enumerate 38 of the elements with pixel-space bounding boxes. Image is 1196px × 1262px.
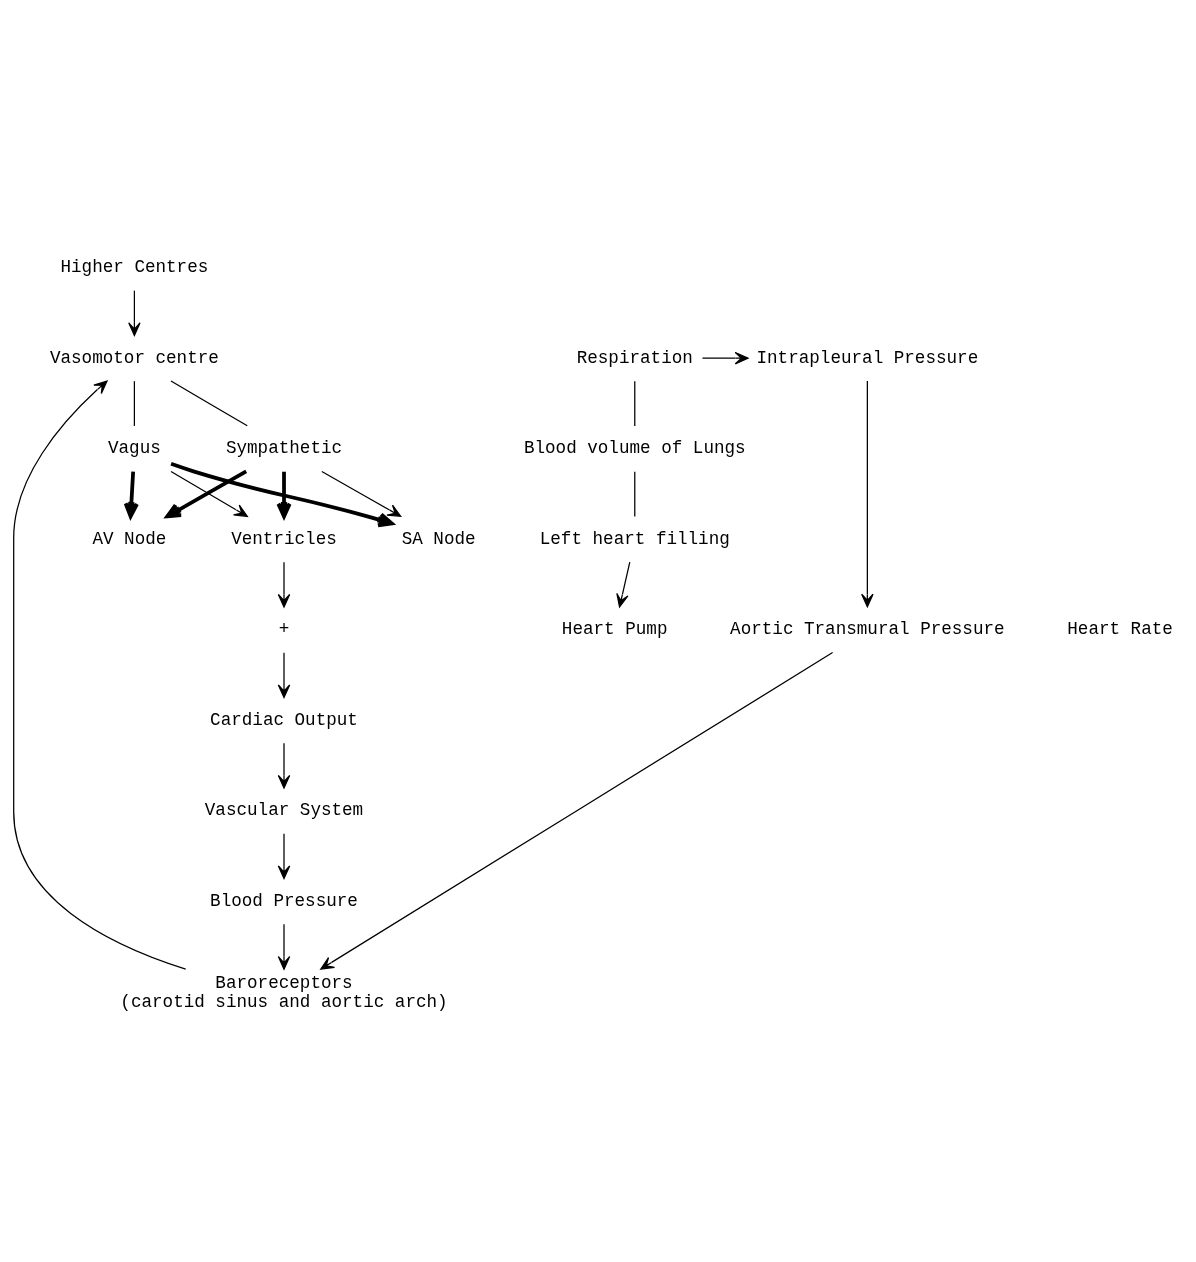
arrow bbox=[277, 742, 291, 789]
node-text: Blood Pressure bbox=[210, 890, 358, 911]
node-text: Higher Centres bbox=[60, 257, 209, 278]
connector bbox=[634, 471, 636, 518]
arrow bbox=[276, 471, 292, 519]
arrow bbox=[861, 380, 874, 608]
node-text: Sympathetic bbox=[225, 438, 343, 459]
arrow bbox=[616, 561, 631, 608]
connector bbox=[133, 380, 135, 427]
arrow bbox=[170, 462, 394, 528]
arrow bbox=[128, 290, 141, 337]
arrow bbox=[277, 833, 291, 880]
node-text: + bbox=[278, 619, 290, 640]
connector bbox=[170, 380, 248, 427]
arrow bbox=[320, 651, 834, 970]
node-text: Aortic Transmural Pressure bbox=[730, 619, 1005, 640]
node-text: Vasomotor centre bbox=[49, 347, 219, 368]
arrow bbox=[13, 380, 187, 970]
node-text: Vagus bbox=[108, 438, 161, 459]
node-text: Ventricles bbox=[231, 528, 337, 549]
node-text: Heart Rate bbox=[1067, 619, 1173, 640]
node-text: Cardiac Output bbox=[210, 709, 358, 730]
node-text: Respiration bbox=[576, 347, 693, 368]
arrow bbox=[701, 351, 749, 365]
node-text: Left heart filling bbox=[539, 528, 730, 549]
node-text: Vascular System bbox=[204, 800, 364, 821]
arrow bbox=[123, 471, 139, 519]
node-text: Baroreceptors (carotid sinus and aortic arch) bbox=[120, 973, 448, 1013]
arrow bbox=[277, 561, 291, 608]
node-text: AV Node bbox=[92, 528, 167, 549]
node-text: SA Node bbox=[401, 528, 476, 549]
arrow bbox=[277, 652, 291, 699]
arrow bbox=[277, 923, 291, 970]
node-text: Blood volume of Lungs bbox=[523, 438, 746, 459]
connector bbox=[634, 380, 636, 427]
arrow bbox=[321, 470, 402, 517]
node-text: Heart Pump bbox=[561, 619, 668, 640]
node-text: Intrapleural Pressure bbox=[756, 347, 979, 368]
